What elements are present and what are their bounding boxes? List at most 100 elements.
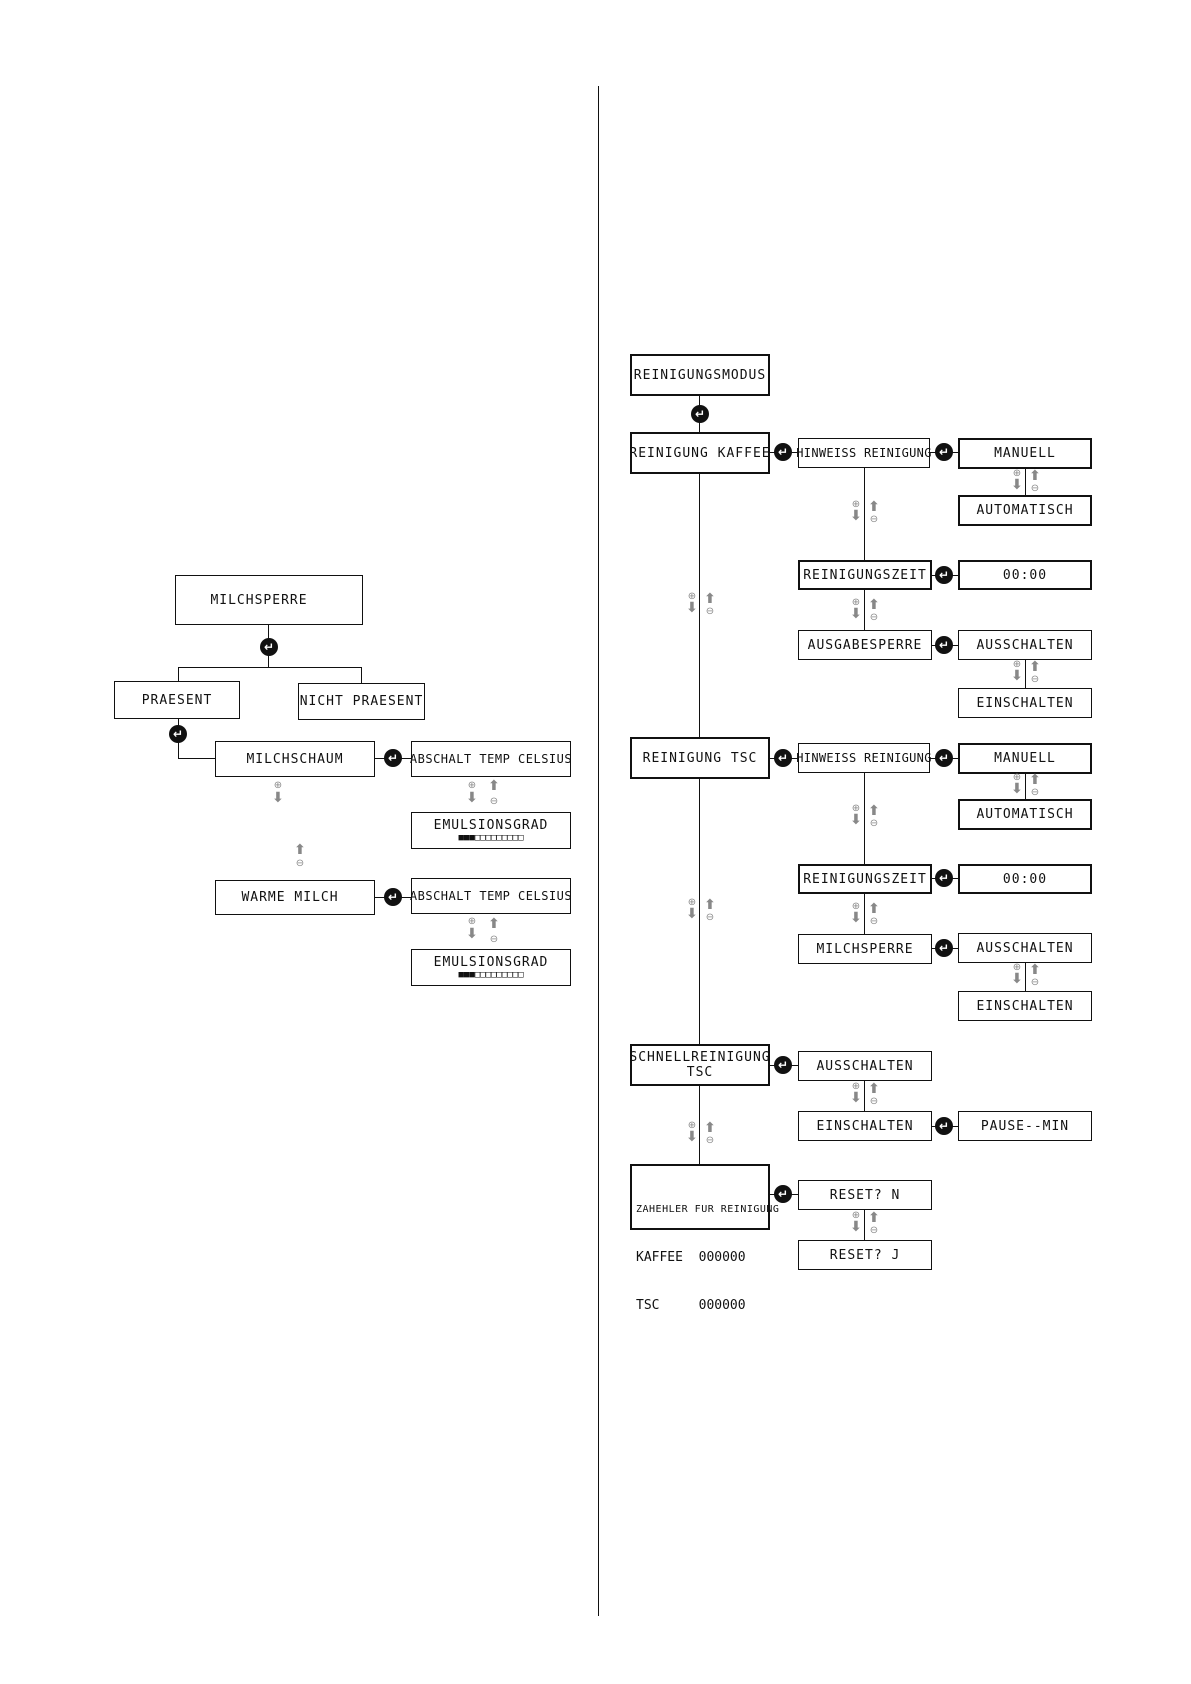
automatisch-label-1: AUTOMATISCH (976, 503, 1074, 518)
plus-down-nav: ⊕ ⬇ (685, 898, 699, 928)
plus-down-nav: ⊕ ⬇ (685, 1121, 699, 1151)
pause-box: PAUSE--MIN (958, 1111, 1092, 1141)
plus-icon: ⊕ (687, 897, 697, 908)
up-arrow-icon: ⬆ (488, 778, 500, 794)
connector (864, 773, 866, 864)
minus-icon: ⊖ (869, 818, 879, 829)
abschalt-temp-label-2: ABSCHALT TEMP CELSIUS (409, 889, 573, 903)
einschalten-label-1: EINSCHALTEN (976, 695, 1074, 711)
minus-up-nav: ⬆ ⊖ (867, 902, 881, 932)
minus-up-nav: ⬆ ⊖ (703, 592, 717, 622)
connector (864, 590, 866, 630)
plus-down-nav: ⊕ ⬇ (465, 917, 479, 947)
emulsionsgrad-bar-2: ■■■□□□□□□□□□ (458, 970, 524, 980)
plus-icon: ⊕ (467, 916, 477, 927)
up-arrow-icon: ⬆ (704, 897, 716, 913)
column-divider (598, 86, 600, 1616)
hinweis-reinigung-label-1: HINWEISS REINIGUNG (796, 446, 932, 460)
ausschalten-label-3: AUSSCHALTEN (816, 1058, 914, 1074)
up-arrow-icon: ⬆ (868, 901, 880, 917)
minus-up-nav: ⬆ ⊖ (487, 779, 501, 809)
praesent-label: PRAESENT (141, 692, 213, 708)
connector (864, 894, 866, 934)
einschalten-box-1: EINSCHALTEN (958, 688, 1092, 718)
reinigungszeit-label-2: REINIGUNGSZEIT (803, 871, 927, 887)
zaehler-title: ZAHEHLER FUR REINIGUNG (636, 1204, 780, 1215)
plus-icon: ⊕ (687, 1120, 697, 1131)
minus-up-nav: ⬆ ⊖ (703, 898, 717, 928)
minus-up-nav: ⬆ ⊖ (867, 598, 881, 628)
down-arrow-icon: ⬇ (466, 790, 478, 806)
down-arrow-icon: ⬇ (850, 910, 862, 926)
plus-icon: ⊕ (1012, 772, 1022, 783)
enter-icon: ↵ (935, 443, 953, 461)
connector (1025, 660, 1027, 688)
milchsperre-box: MILCHSPERRE (175, 575, 363, 625)
manuell-label-2: MANUELL (994, 751, 1056, 766)
minus-up-nav: ⬆ ⊖ (1028, 660, 1042, 690)
emulsionsgrad-label-2: EMULSIONSGRAD (433, 955, 549, 970)
reinigung-kaffee-box: REINIGUNG KAFFEE (629, 432, 771, 474)
enter-icon: ↵ (935, 1117, 953, 1135)
manuell-label-1: MANUELL (994, 446, 1056, 461)
down-arrow-icon: ⬇ (1011, 477, 1023, 493)
plus-icon: ⊕ (851, 499, 861, 510)
minus-up-nav: ⬆ ⊖ (703, 1121, 717, 1151)
enter-icon: ↵ (935, 869, 953, 887)
plus-down-nav: ⊕ ⬇ (1010, 660, 1024, 690)
enter-icon: ↵ (935, 939, 953, 957)
plus-down-nav: ⊕ ⬇ (1010, 963, 1024, 993)
plus-down-nav: ⊕ ⬇ (849, 598, 863, 628)
reinigung-kaffee-label: REINIGUNG KAFFEE (629, 445, 771, 461)
einschalten-box-3: EINSCHALTEN (798, 1111, 932, 1141)
minus-up-nav: ⬆ ⊖ (867, 1082, 881, 1112)
enter-icon: ↵ (691, 405, 709, 423)
connector (864, 468, 866, 560)
enter-icon: ↵ (774, 443, 792, 461)
ausschalten-label-1: AUSSCHALTEN (976, 637, 1074, 653)
up-arrow-icon: ⬆ (1029, 468, 1041, 484)
milchschaum-label: MILCHSCHAUM (246, 751, 344, 767)
minus-up-nav: ⬆ ⊖ (867, 500, 881, 530)
minus-icon: ⊖ (705, 1135, 715, 1146)
reset-n-box: RESET? N (798, 1180, 932, 1210)
minus-up-nav: ⬆ ⊖ (1028, 963, 1042, 993)
minus-icon: ⊖ (295, 858, 305, 869)
enter-icon: ↵ (935, 749, 953, 767)
emulsionsgrad-bar-1: ■■■□□□□□□□□□ (458, 833, 524, 843)
enter-icon: ↵ (260, 638, 278, 656)
down-arrow-icon: ⬇ (466, 926, 478, 942)
warme-milch-label: WARME MILCH (241, 890, 339, 905)
ausgabesperre-box: AUSGABESPERRE (798, 630, 932, 660)
plus-down-nav: ⊕ ⬇ (465, 781, 479, 811)
plus-icon: ⊕ (851, 597, 861, 608)
plus-down-nav: ⊕ ⬇ (849, 804, 863, 834)
emulsionsgrad-label-1: EMULSIONSGRAD (433, 818, 549, 833)
connector (864, 1210, 866, 1240)
zeit-label-1: 00:00 (1002, 567, 1048, 583)
minus-icon: ⊖ (1030, 674, 1040, 685)
down-arrow-icon: ⬇ (850, 1090, 862, 1106)
minus-icon: ⊖ (489, 934, 499, 945)
reinigungszeit-box-2: REINIGUNGSZEIT (798, 864, 932, 894)
manuell-box-1: MANUELL (958, 438, 1092, 469)
up-arrow-icon: ⬆ (704, 591, 716, 607)
main-spine (699, 396, 701, 1190)
plus-icon: ⊕ (851, 901, 861, 912)
up-arrow-icon: ⬆ (704, 1120, 716, 1136)
zeit-box-2: 00:00 (958, 864, 1092, 894)
warme-milch-box: WARME MILCH (215, 880, 375, 915)
enter-icon: ↵ (774, 749, 792, 767)
connector (178, 667, 180, 681)
plus-down-nav: ⊕ ⬇ (685, 592, 699, 622)
emulsionsgrad-box-2: EMULSIONSGRAD ■■■□□□□□□□□□ (411, 949, 571, 986)
down-arrow-icon: ⬇ (686, 1129, 698, 1145)
reinigung-tsc-label: REINIGUNG TSC (642, 750, 758, 766)
plus-icon: ⊕ (687, 591, 697, 602)
plus-icon: ⊕ (467, 780, 477, 791)
minus-icon: ⊖ (489, 796, 499, 807)
plus-down-nav: ⊕ ⬇ (849, 500, 863, 530)
einschalten-label-3: EINSCHALTEN (816, 1118, 914, 1134)
plus-icon: ⊕ (851, 1081, 861, 1092)
up-arrow-icon: ⬆ (868, 597, 880, 613)
